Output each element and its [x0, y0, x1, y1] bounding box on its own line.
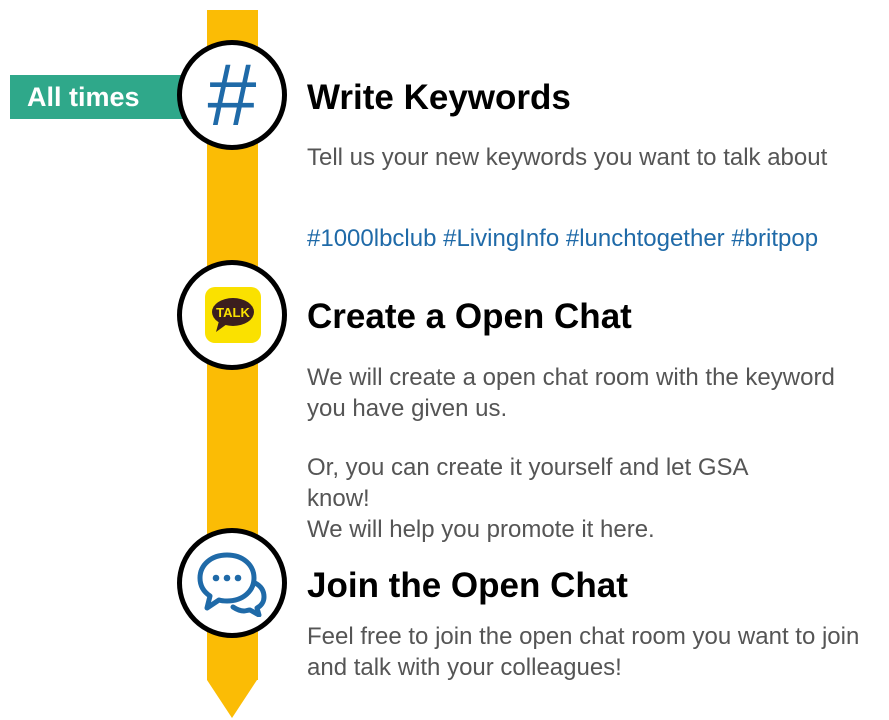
step-3-icon-circle: [177, 528, 287, 638]
step-2-description: We will create a open chat room with the…: [307, 364, 835, 422]
step-2-extra-description: Or, you can create it yourself and let G…: [307, 452, 767, 545]
talk-icon-text: TALK: [216, 305, 250, 320]
step-1-icon-circle: #: [177, 40, 287, 150]
kakaotalk-icon: TALK: [205, 287, 261, 343]
step-1-keyword-tags: #1000lbclub #LivingInfo #lunchtogether #…: [307, 225, 819, 252]
step-1-title: Write Keywords: [307, 78, 571, 117]
hash-icon: #: [207, 45, 257, 144]
step-2-icon-circle: TALK: [177, 260, 287, 370]
step-2-title: Create a Open Chat: [307, 297, 632, 336]
timeline-arrow-head: [207, 680, 257, 718]
step-2-extra-line-1: Or, you can create it yourself and let G…: [307, 454, 748, 512]
all-times-badge-label: All times: [27, 82, 140, 112]
step-3-title: Join the Open Chat: [307, 566, 628, 605]
step-3-description: Feel free to join the open chat room you…: [307, 623, 860, 681]
step-1-description: Tell us your new keywords you want to ta…: [307, 144, 828, 171]
chat-bubbles-icon: [197, 552, 267, 617]
all-times-badge: [10, 75, 210, 119]
talk-bubble-graphic: TALK: [212, 298, 254, 332]
step-2-extra-line-2: We will help you promote it here.: [307, 516, 655, 543]
